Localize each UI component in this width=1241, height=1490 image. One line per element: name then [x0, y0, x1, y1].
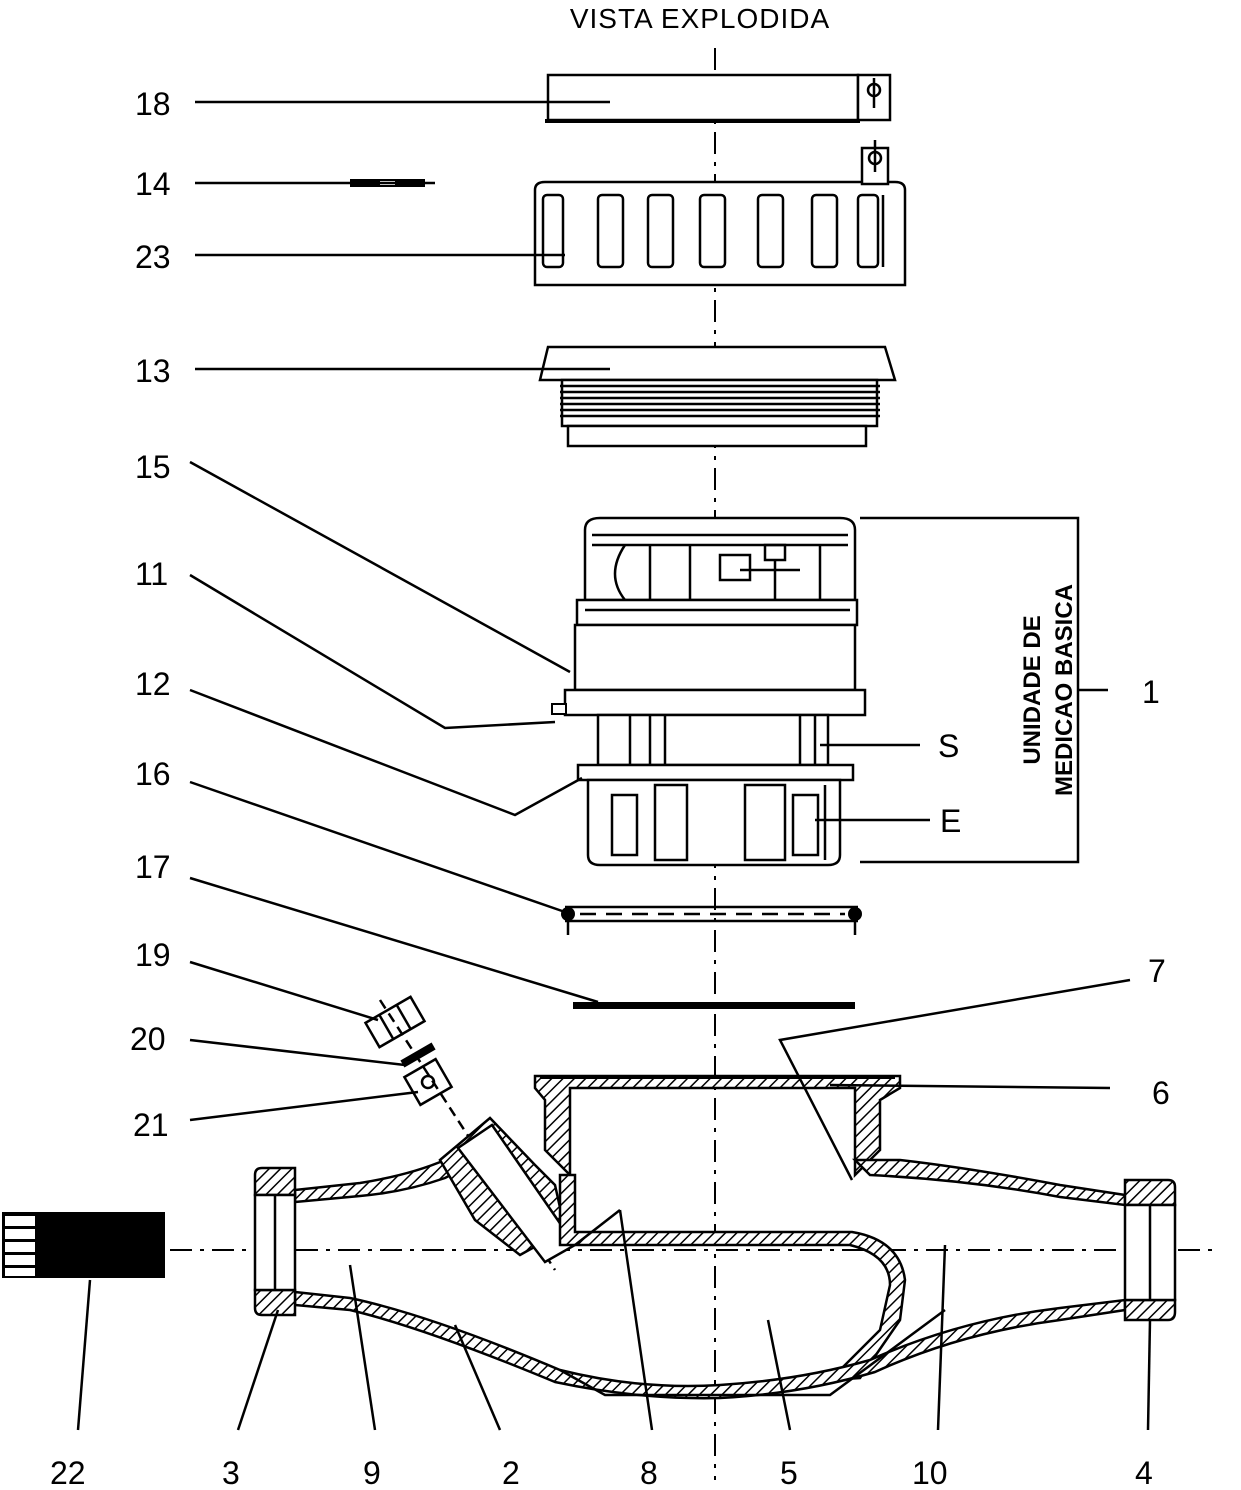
label-18: 18 [135, 86, 171, 122]
leader-16 [189, 780, 566, 914]
part-22-strainer [2, 1212, 165, 1278]
part-18-cover [545, 73, 892, 123]
label-2: 2 [502, 1455, 520, 1490]
leader-20 [189, 1038, 406, 1067]
label-15: 15 [135, 449, 171, 485]
part-23-ring [533, 140, 907, 287]
label-14: 14 [135, 166, 171, 202]
label-E: E [940, 803, 961, 839]
diagram-title: VISTA EXPLODIDA [570, 3, 830, 34]
label-20: 20 [130, 1021, 166, 1057]
part-13-threaded-cap [538, 345, 897, 448]
label-7: 7 [1148, 953, 1166, 989]
label-3: 3 [222, 1455, 240, 1490]
part-17-gasket [573, 1002, 855, 1009]
leader-21 [189, 1090, 419, 1122]
leader-17 [189, 876, 599, 1004]
leader-2 [453, 1324, 502, 1431]
leader-6 [829, 1083, 1111, 1090]
leader-9 [348, 1264, 377, 1431]
leader-22 [76, 1279, 92, 1431]
leader-4 [1146, 1319, 1152, 1431]
leader-8 [618, 1209, 654, 1431]
screw-axis [378, 999, 557, 1271]
leader-5 [766, 1319, 792, 1431]
label-4: 4 [1135, 1455, 1153, 1490]
label-1: 1 [1142, 674, 1160, 710]
leader-10 [936, 1244, 947, 1431]
part-19-nut [363, 995, 427, 1049]
unit-label-line1: UNIDADE DE [1019, 615, 1046, 764]
part-20-washer [400, 1042, 436, 1068]
leader-12 [189, 688, 583, 817]
label-5: 5 [780, 1455, 798, 1490]
label-21: 21 [133, 1107, 169, 1143]
label-17: 17 [135, 849, 171, 885]
part-1-measuring-unit [551, 516, 867, 867]
label-12: 12 [135, 666, 171, 702]
label-9: 9 [363, 1455, 381, 1490]
label-16: 16 [135, 756, 171, 792]
label-23: 23 [135, 239, 171, 275]
label-11: 11 [135, 556, 168, 592]
leader-15 [189, 460, 571, 674]
unit-label-line2: MEDICAO BASICA [1051, 584, 1078, 796]
label-10: 10 [912, 1455, 948, 1490]
part-2-body [253, 1074, 1177, 1400]
label-13: 13 [135, 353, 171, 389]
leader-19 [189, 960, 379, 1022]
leader-3 [236, 1309, 280, 1431]
leader-11 [189, 573, 556, 730]
part-16-o-ring [561, 905, 862, 935]
leader-7 [778, 978, 1131, 1181]
label-8: 8 [640, 1455, 658, 1490]
label-S: S [938, 728, 959, 764]
label-22: 22 [50, 1455, 86, 1490]
label-19: 19 [135, 937, 171, 973]
label-6: 6 [1152, 1075, 1170, 1111]
